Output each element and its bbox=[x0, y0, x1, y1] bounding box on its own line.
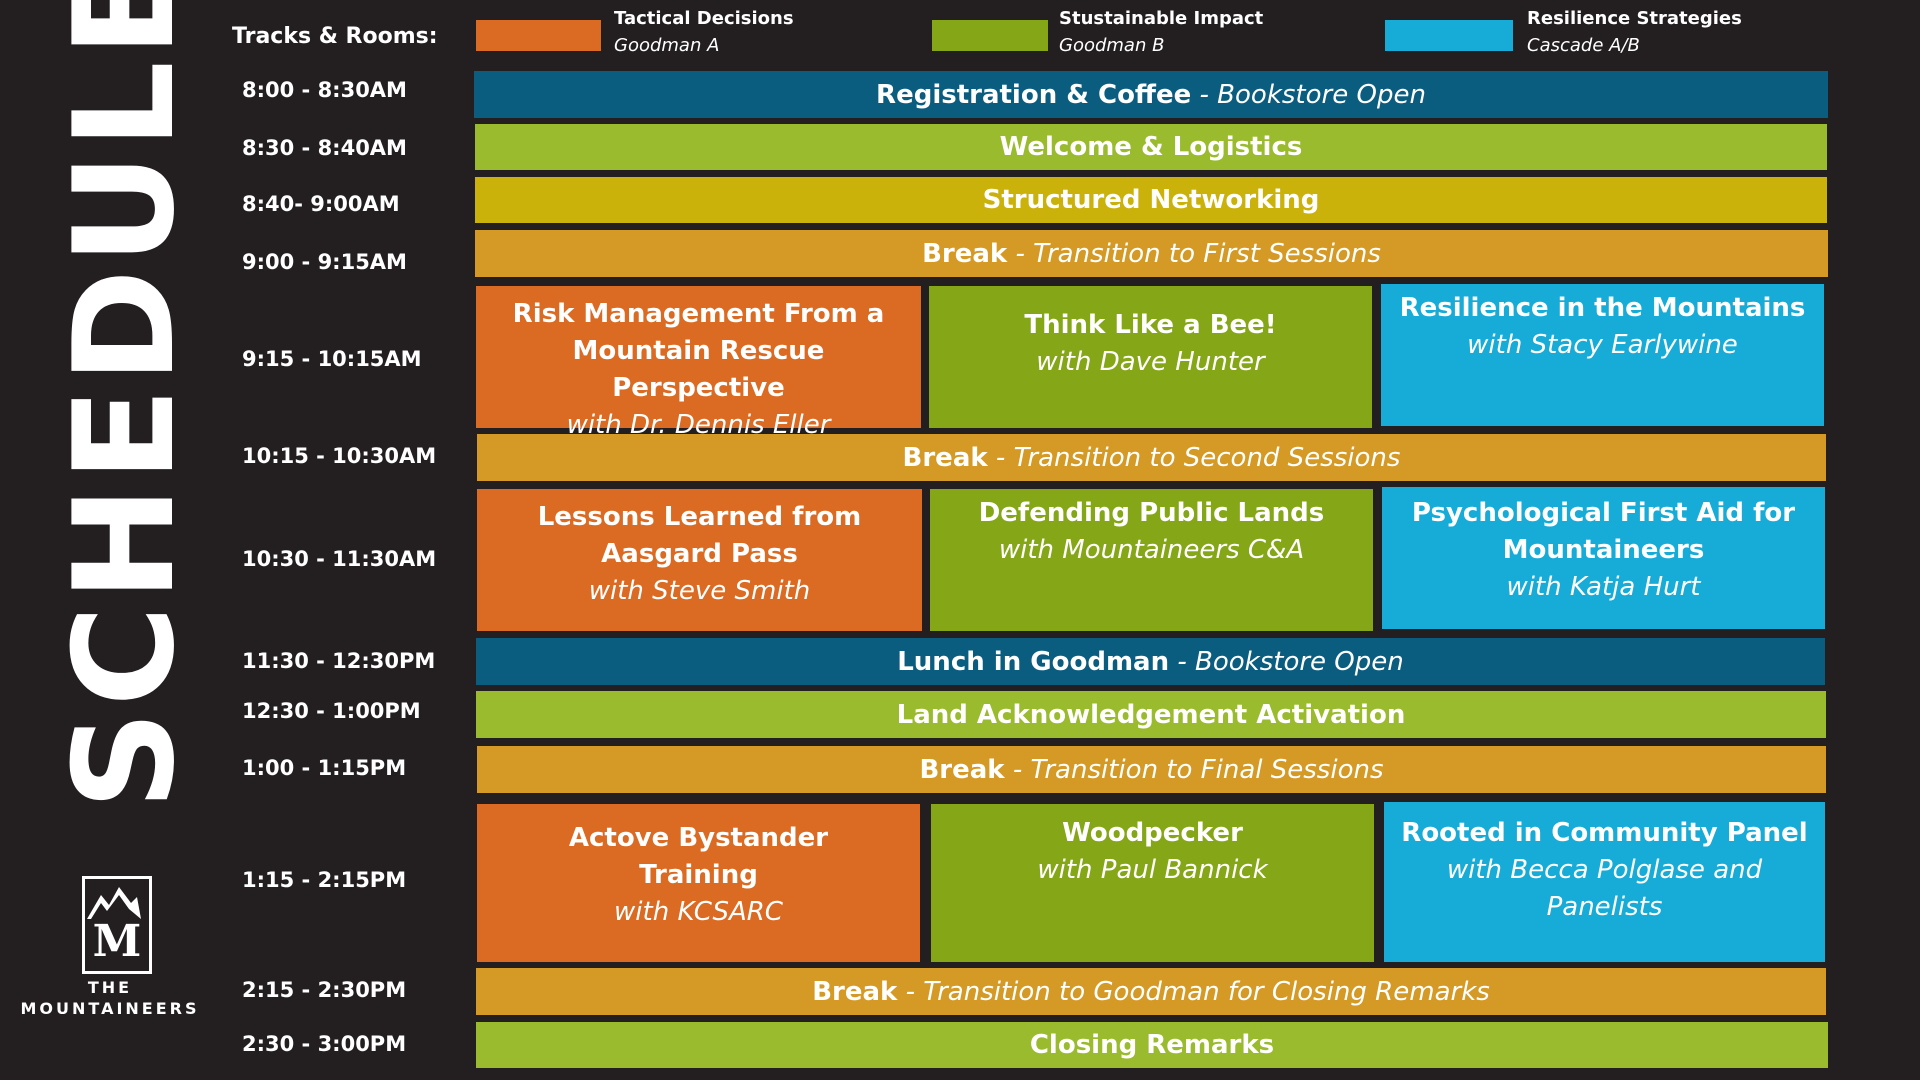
session-speaker: with Katja Hurt bbox=[1506, 572, 1701, 602]
session-card: Woodpecker with Paul Bannick bbox=[931, 804, 1374, 962]
time-slot: 12:30 - 1:00PM bbox=[242, 699, 421, 723]
row-subtitle: - Transition to Second Sessions bbox=[987, 442, 1401, 473]
time-slot: 10:30 - 11:30AM bbox=[242, 547, 437, 571]
legend-room-resilience: Cascade A/B bbox=[1527, 35, 1640, 56]
row-title: Closing Remarks bbox=[1029, 1030, 1275, 1060]
row-subtitle: - Transition to First Sessions bbox=[1007, 238, 1381, 269]
session-speaker: with Becca Polglase and Panelists bbox=[1446, 855, 1763, 922]
logo-text-the: THE bbox=[87, 978, 133, 997]
session-speaker: with Dave Hunter bbox=[1036, 347, 1265, 377]
session-title: Rooted in Community Panel bbox=[1401, 818, 1808, 848]
session-title: Resilience in the Mountains bbox=[1399, 293, 1806, 323]
legend-swatch-sustainable bbox=[932, 20, 1048, 51]
logo-text-mountaineers: MOUNTAINEERS bbox=[20, 999, 200, 1018]
session-title: Think Like a Bee! bbox=[1024, 310, 1277, 340]
session-title: Defending Public Lands bbox=[978, 498, 1325, 528]
row-subtitle: - Bookstore Open bbox=[1191, 79, 1426, 110]
legend-swatch-resilience bbox=[1385, 20, 1513, 51]
legend-track-resilience: Resilience Strategies bbox=[1527, 8, 1742, 29]
row-title: Land Acknowledgement Activation bbox=[896, 699, 1406, 730]
row-title: Break bbox=[919, 754, 1005, 785]
schedule-title: SCHEDULE bbox=[44, 0, 205, 810]
row-title: Registration & Coffee bbox=[876, 79, 1192, 110]
legend-track-tactical: Tactical Decisions bbox=[614, 8, 794, 29]
time-slot: 8:40- 9:00AM bbox=[242, 192, 400, 216]
row-title: Break bbox=[922, 238, 1008, 269]
legend-swatch-tactical bbox=[476, 20, 601, 51]
row-break-3: Break - Transition to Final Sessions bbox=[477, 746, 1826, 793]
time-slot: 10:15 - 10:30AM bbox=[242, 444, 437, 468]
session-speaker: with Paul Bannick bbox=[1037, 855, 1268, 885]
row-break-1: Break - Transition to First Sessions bbox=[475, 230, 1828, 277]
row-title: Break bbox=[812, 976, 898, 1007]
legend-label: Tracks & Rooms: bbox=[232, 24, 438, 49]
session-card: Defending Public Lands with Mountaineers… bbox=[930, 489, 1373, 631]
row-subtitle: - Bookstore Open bbox=[1169, 646, 1404, 677]
session-title: Woodpecker bbox=[1062, 818, 1243, 848]
time-slot: 9:00 - 9:15AM bbox=[242, 250, 407, 274]
session-card: Think Like a Bee! with Dave Hunter bbox=[929, 286, 1372, 428]
row-subtitle: - Transition to Final Sessions bbox=[1004, 754, 1384, 785]
session-speaker: with KCSARC bbox=[614, 897, 783, 927]
time-slot: 2:30 - 3:00PM bbox=[242, 1032, 407, 1056]
row-title: Welcome & Logistics bbox=[999, 132, 1303, 162]
session-card: Lessons Learned from Aasgard Pass with S… bbox=[477, 489, 922, 631]
session-title: Actove Bystander Training bbox=[568, 823, 829, 890]
session-title: Psychological First Aid for Mountaineers bbox=[1411, 498, 1796, 565]
logo-letter: M bbox=[92, 916, 142, 967]
legend-track-sustainable: Stustainable Impact bbox=[1059, 8, 1264, 29]
row-lunch: Lunch in Goodman - Bookstore Open bbox=[476, 638, 1825, 685]
session-speaker: with Stacy Earlywine bbox=[1467, 330, 1738, 360]
time-slot: 1:15 - 2:15PM bbox=[242, 868, 407, 892]
time-slot: 9:15 - 10:15AM bbox=[242, 347, 422, 371]
session-title: Risk Management From a Mountain Rescue P… bbox=[512, 299, 885, 403]
row-registration: Registration & Coffee - Bookstore Open bbox=[474, 71, 1828, 118]
session-card: Psychological First Aid for Mountaineers… bbox=[1382, 487, 1825, 629]
time-slot: 8:30 - 8:40AM bbox=[242, 136, 407, 160]
time-slot: 1:00 - 1:15PM bbox=[242, 756, 407, 780]
row-break-2: Break - Transition to Second Sessions bbox=[477, 434, 1826, 481]
time-slot: 11:30 - 12:30PM bbox=[242, 649, 436, 673]
legend-room-tactical: Goodman A bbox=[614, 35, 720, 56]
mountain-icon bbox=[87, 887, 141, 919]
row-break-4: Break - Transition to Goodman for Closin… bbox=[476, 968, 1826, 1015]
session-card: Rooted in Community Panel with Becca Pol… bbox=[1384, 802, 1825, 962]
session-title: Lessons Learned from Aasgard Pass bbox=[537, 502, 862, 569]
session-card: Resilience in the Mountains with Stacy E… bbox=[1381, 284, 1824, 426]
session-speaker: with Mountaineers C&A bbox=[998, 535, 1305, 565]
time-slot: 8:00 - 8:30AM bbox=[242, 78, 407, 102]
row-networking: Structured Networking bbox=[475, 177, 1827, 223]
row-subtitle: - Transition to Goodman for Closing Rema… bbox=[897, 976, 1490, 1007]
row-land-acknowledgement: Land Acknowledgement Activation bbox=[476, 691, 1826, 738]
row-closing: Closing Remarks bbox=[476, 1022, 1828, 1068]
row-title: Break bbox=[902, 442, 988, 473]
mountaineers-logo: M bbox=[82, 876, 152, 974]
row-title: Structured Networking bbox=[982, 185, 1320, 215]
session-card: Actove Bystander Training with KCSARC bbox=[477, 804, 920, 962]
row-title: Lunch in Goodman bbox=[897, 646, 1170, 677]
time-slot: 2:15 - 2:30PM bbox=[242, 978, 407, 1002]
row-welcome: Welcome & Logistics bbox=[475, 124, 1827, 170]
session-card: Risk Management From a Mountain Rescue P… bbox=[476, 286, 921, 440]
legend-room-sustainable: Goodman B bbox=[1059, 35, 1165, 56]
session-speaker: with Steve Smith bbox=[588, 576, 811, 606]
